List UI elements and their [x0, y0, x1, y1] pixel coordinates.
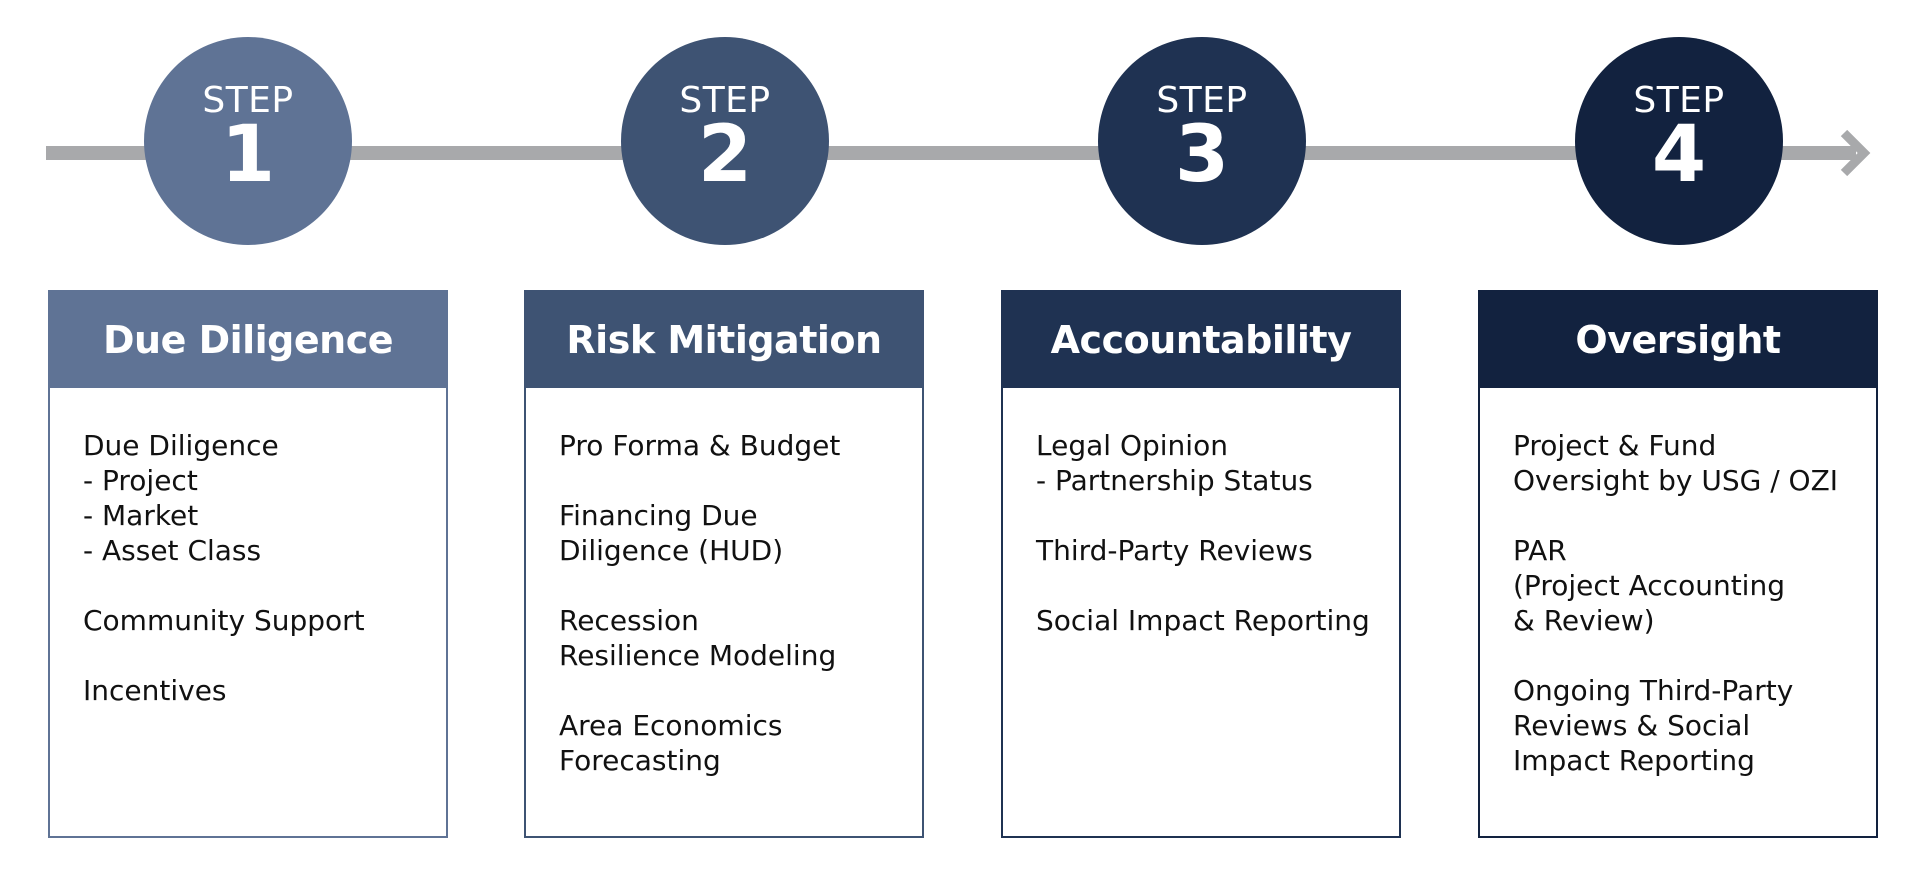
- card-item-line: (Project Accounting: [1513, 569, 1785, 602]
- step-2-circle: STEP 2: [621, 37, 829, 245]
- card-item-line: Incentives: [83, 674, 227, 707]
- step-label: STEP: [202, 80, 294, 121]
- card-body: Legal Opinion - Partnership Status Third…: [1003, 388, 1399, 638]
- card-item-line: - Market: [83, 499, 199, 532]
- card-item-line: Forecasting: [559, 744, 721, 777]
- step-1-card: Due Diligence Due Diligence - Project - …: [48, 290, 448, 838]
- card-item-line: Community Support: [83, 604, 365, 637]
- card-item: Recession Resilience Modeling: [559, 603, 890, 673]
- card-item: Legal Opinion - Partnership Status: [1036, 428, 1367, 498]
- card-item-line: - Project: [83, 464, 198, 497]
- card-item-line: - Asset Class: [83, 534, 262, 567]
- step-2-card: Risk Mitigation Pro Forma & Budget Finan…: [524, 290, 924, 838]
- card-item: Community Support: [83, 603, 414, 638]
- step-label: STEP: [1633, 80, 1725, 121]
- card-item-line: Diligence (HUD): [559, 534, 784, 567]
- timeline-line: [46, 146, 1856, 160]
- card-item-line: Ongoing Third-Party: [1513, 674, 1794, 707]
- card-item-line: Reviews & Social: [1513, 709, 1751, 742]
- step-number: 3: [1174, 110, 1230, 200]
- card-item: Financing Due Diligence (HUD): [559, 498, 890, 568]
- step-label: STEP: [1156, 80, 1248, 121]
- card-title: Oversight: [1480, 292, 1876, 388]
- card-title: Accountability: [1003, 292, 1399, 388]
- card-item-line: Recession: [559, 604, 699, 637]
- card-item: Area Economics Forecasting: [559, 708, 890, 778]
- step-4-circle: STEP 4: [1575, 37, 1783, 245]
- card-item: Due Diligence - Project - Market - Asset…: [83, 428, 414, 568]
- card-item-line: Financing Due: [559, 499, 758, 532]
- card-item-line: Oversight by USG / OZI: [1513, 464, 1839, 497]
- card-item-line: Area Economics: [559, 709, 783, 742]
- card-item-line: PAR: [1513, 534, 1567, 567]
- step-number: 4: [1651, 110, 1707, 200]
- card-item-line: Project & Fund: [1513, 429, 1717, 462]
- card-item-line: & Review): [1513, 604, 1655, 637]
- step-number: 1: [220, 110, 276, 200]
- card-body: Due Diligence - Project - Market - Asset…: [50, 388, 446, 708]
- card-item: Incentives: [83, 673, 414, 708]
- card-item-line: Social Impact Reporting: [1036, 604, 1370, 637]
- card-item-line: Impact Reporting: [1513, 744, 1755, 777]
- card-item-line: Resilience Modeling: [559, 639, 837, 672]
- step-label: STEP: [679, 80, 771, 121]
- card-body: Pro Forma & Budget Financing Due Diligen…: [526, 388, 922, 778]
- step-1-circle: STEP 1: [144, 37, 352, 245]
- card-item-line: - Partnership Status: [1036, 464, 1313, 497]
- card-title: Risk Mitigation: [526, 292, 922, 388]
- card-item: PAR (Project Accounting & Review): [1513, 533, 1844, 638]
- card-item: Pro Forma & Budget: [559, 428, 890, 463]
- card-item: Social Impact Reporting: [1036, 603, 1370, 638]
- step-3-card: Accountability Legal Opinion - Partnersh…: [1001, 290, 1401, 838]
- card-item: Ongoing Third-Party Reviews & Social Imp…: [1513, 673, 1844, 778]
- card-item-line: Due Diligence: [83, 429, 279, 462]
- step-number: 2: [697, 110, 753, 200]
- card-item-line: Third-Party Reviews: [1036, 534, 1313, 567]
- card-item-line: Legal Opinion: [1036, 429, 1228, 462]
- step-3-circle: STEP 3: [1098, 37, 1306, 245]
- card-item: Project & Fund Oversight by USG / OZI: [1513, 428, 1844, 498]
- step-4-card: Oversight Project & Fund Oversight by US…: [1478, 290, 1878, 838]
- timeline-arrow-icon: [1840, 129, 1871, 177]
- card-title: Due Diligence: [50, 292, 446, 388]
- card-body: Project & Fund Oversight by USG / OZI PA…: [1480, 388, 1876, 778]
- card-item-line: Pro Forma & Budget: [559, 429, 841, 462]
- card-item: Third-Party Reviews: [1036, 533, 1367, 568]
